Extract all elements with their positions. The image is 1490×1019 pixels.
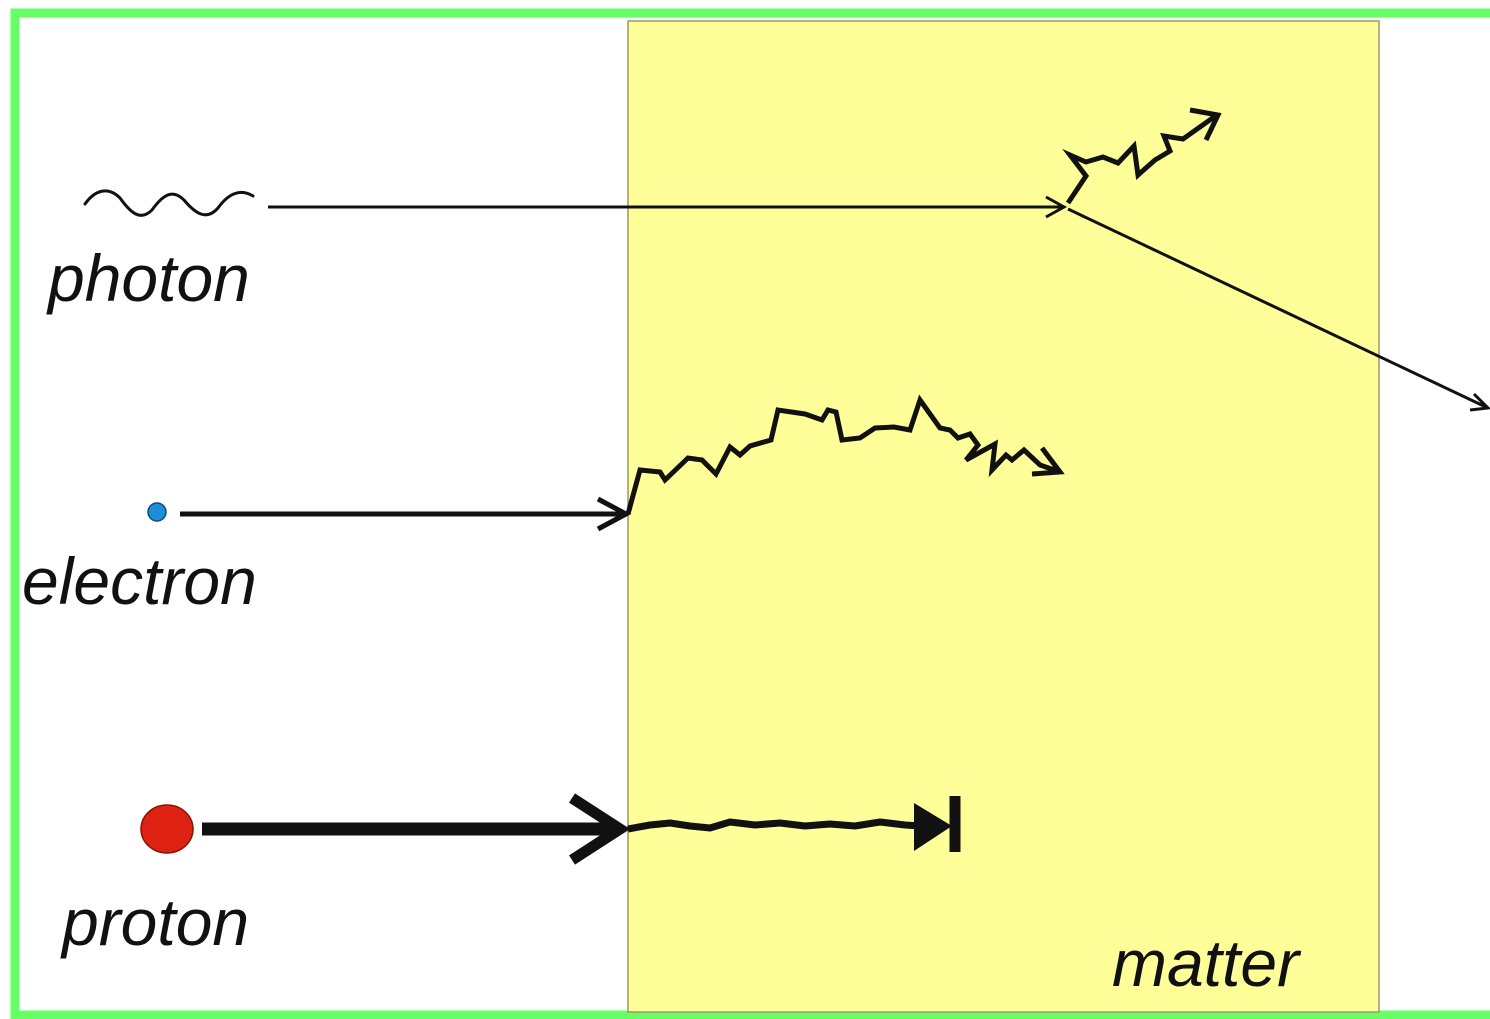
matter-slab bbox=[627, 20, 1380, 1013]
matter-label: matter bbox=[1112, 926, 1302, 1000]
photon-label: photon bbox=[46, 241, 250, 315]
compton-electron-track bbox=[1062, 114, 1216, 205]
electron-label: electron bbox=[22, 544, 257, 618]
electron-track-arrowhead bbox=[1031, 446, 1065, 477]
proton-label: proton bbox=[60, 885, 249, 959]
electron-dot bbox=[147, 502, 167, 522]
photon-wave-icon bbox=[83, 189, 255, 217]
electron-arrowhead bbox=[596, 496, 632, 532]
photon-arrowhead bbox=[1045, 195, 1068, 219]
proton-track-in-matter bbox=[627, 818, 921, 833]
proton-stop-arrowhead bbox=[914, 803, 952, 851]
proton-arrowhead bbox=[569, 793, 631, 865]
scattered-photon-arrowhead bbox=[1469, 392, 1490, 412]
scattered-photon-line bbox=[1067, 207, 1489, 410]
electron-track-in-matter bbox=[625, 394, 1061, 515]
compton-electron-arrowhead bbox=[1189, 107, 1222, 142]
proton-dot bbox=[140, 804, 194, 854]
